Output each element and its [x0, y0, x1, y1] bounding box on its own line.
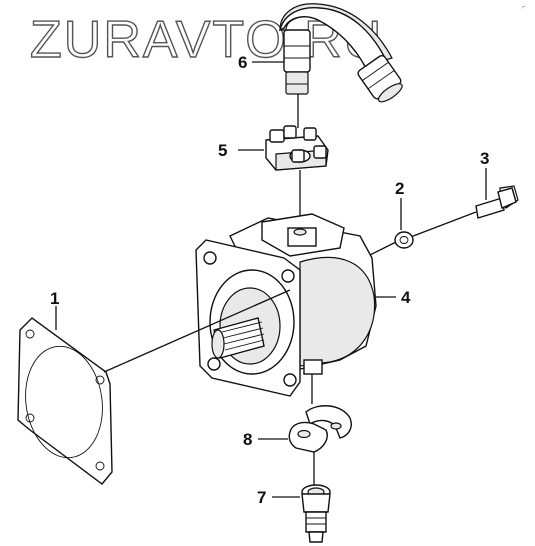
part-3-bolt: [475, 185, 519, 219]
callout-8: 8: [243, 430, 252, 449]
callout-3: 3: [480, 149, 489, 168]
part-6-hose-fitting: [278, 3, 403, 103]
callout-5: 5: [218, 141, 227, 160]
part-7-fitting: [301, 484, 331, 543]
part-4-pump-body: [195, 213, 377, 397]
callout-7: 7: [257, 488, 266, 507]
axis-line-3-2: [407, 211, 477, 239]
corner-mark: ⌐: [522, 4, 526, 11]
callout-1: 1: [50, 289, 59, 308]
callout-4: 4: [401, 288, 411, 307]
part-5-flange-clamp: [265, 125, 329, 171]
axis-line-1-4: [103, 289, 291, 373]
part-1-gasket: [17, 317, 113, 485]
callout-2: 2: [395, 179, 404, 198]
part-8-split-flange: [288, 405, 352, 453]
part-2-washer: [394, 231, 414, 249]
callout-6: 6: [238, 53, 247, 72]
